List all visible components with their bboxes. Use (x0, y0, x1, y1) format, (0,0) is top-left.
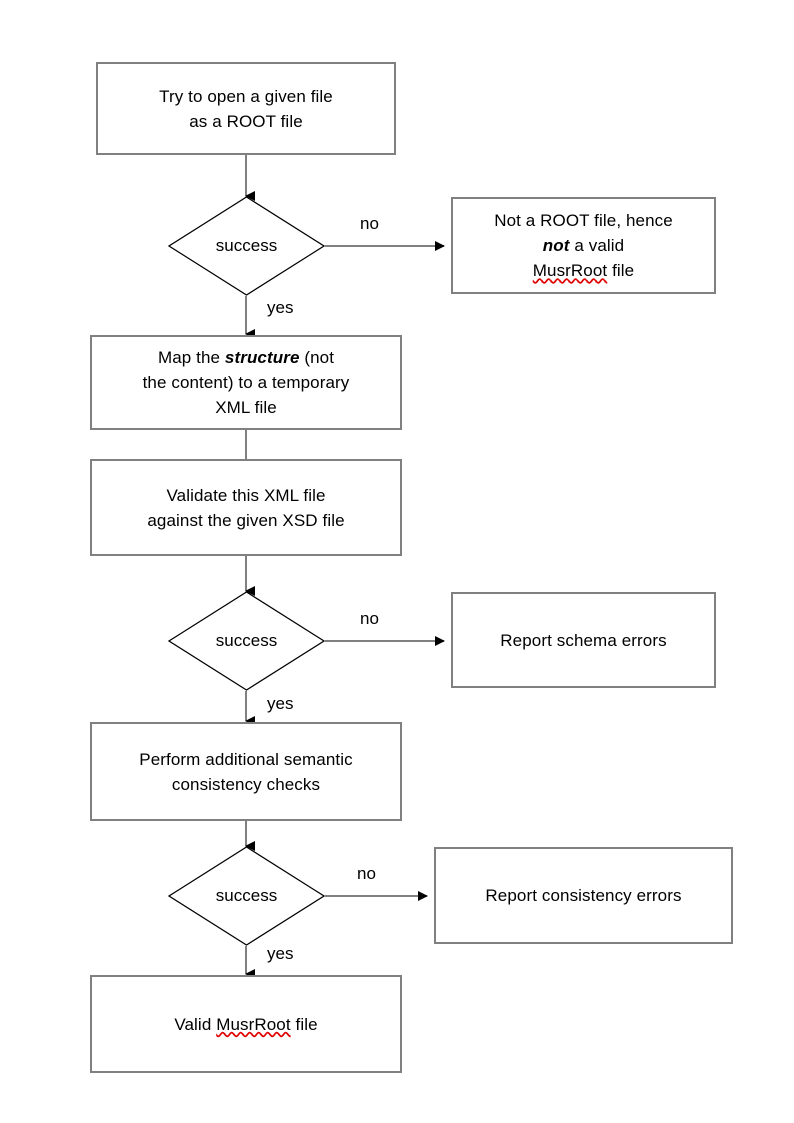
node-decision-open[interactable]: success (168, 196, 325, 296)
node-map-structure-text: Map the structure (not the content) to a… (137, 345, 356, 420)
diamond-shape-consistency (168, 846, 325, 946)
node-semantic-checks[interactable]: Perform additional semantic consistency … (90, 722, 402, 821)
node-decision-consistency-label: success (215, 886, 278, 905)
node-valid-file[interactable]: Valid MusrRoot file (90, 975, 402, 1073)
node-validate-xml-line2: against the given XSD file (147, 510, 345, 530)
edge-label-open-no: no (360, 214, 379, 233)
node-decision-consistency[interactable]: success (168, 846, 325, 946)
node-not-root-musrroot: MusrRoot (532, 261, 608, 280)
node-validate-xml-line1: Validate this XML file (166, 485, 326, 505)
node-report-schema-line1: Report schema errors (500, 630, 667, 650)
node-map-structure[interactable]: Map the structure (not the content) to a… (90, 335, 402, 430)
node-validate-xml[interactable]: Validate this XML file against the given… (90, 459, 402, 556)
edge-label-schema-yes: yes (267, 694, 294, 713)
node-report-consistency[interactable]: Report consistency errors (434, 847, 733, 944)
node-map-structure-line1-post: (not (299, 348, 335, 367)
node-decision-schema-label: success (215, 631, 278, 650)
node-semantic-checks-line2: consistency checks (171, 774, 321, 794)
node-not-root[interactable]: Not a ROOT file, hence not a valid MusrR… (451, 197, 716, 294)
node-valid-file-post: file (290, 1014, 318, 1034)
node-valid-file-musrroot: MusrRoot (216, 1014, 291, 1034)
node-open-file-line1: Try to open a given file (159, 86, 333, 106)
node-map-structure-line1-pre: Map the (157, 348, 225, 367)
node-valid-file-pre: Valid (174, 1014, 217, 1034)
diamond-shape-open (168, 196, 325, 296)
node-decision-schema[interactable]: success (168, 591, 325, 691)
node-validate-xml-text: Validate this XML file against the given… (141, 483, 350, 533)
node-report-consistency-text: Report consistency errors (479, 883, 687, 908)
edge-label-consistency-yes: yes (267, 944, 294, 963)
node-open-file[interactable]: Try to open a given file as a ROOT file (96, 62, 396, 155)
node-open-file-text: Try to open a given file as a ROOT file (153, 84, 339, 134)
diamond-shape-schema (168, 591, 325, 691)
node-not-root-line2-rest: a valid (569, 236, 625, 255)
node-map-structure-line2: the content) to a temporary (142, 373, 350, 392)
node-open-file-line2: as a ROOT file (189, 111, 303, 131)
edge-label-schema-no: no (360, 609, 379, 628)
node-map-structure-line3: XML file (215, 398, 277, 417)
node-decision-open-label: success (215, 236, 278, 255)
node-semantic-checks-line1: Perform additional semantic (139, 749, 353, 769)
edge-label-consistency-no: no (357, 864, 376, 883)
node-not-root-line3-rest: file (607, 261, 635, 280)
node-not-root-text: Not a ROOT file, hence not a valid MusrR… (488, 208, 679, 283)
node-report-consistency-line1: Report consistency errors (485, 886, 682, 905)
node-map-structure-emphasis: structure (224, 348, 300, 367)
node-valid-file-text: Valid MusrRoot file (168, 1012, 323, 1037)
node-report-schema[interactable]: Report schema errors (451, 592, 716, 688)
edge-label-open-yes: yes (267, 298, 294, 317)
node-semantic-checks-text: Perform additional semantic consistency … (133, 747, 358, 797)
node-not-root-line1: Not a ROOT file, hence (494, 211, 673, 230)
node-report-schema-text: Report schema errors (494, 628, 672, 653)
node-not-root-emphasis: not (542, 236, 570, 255)
